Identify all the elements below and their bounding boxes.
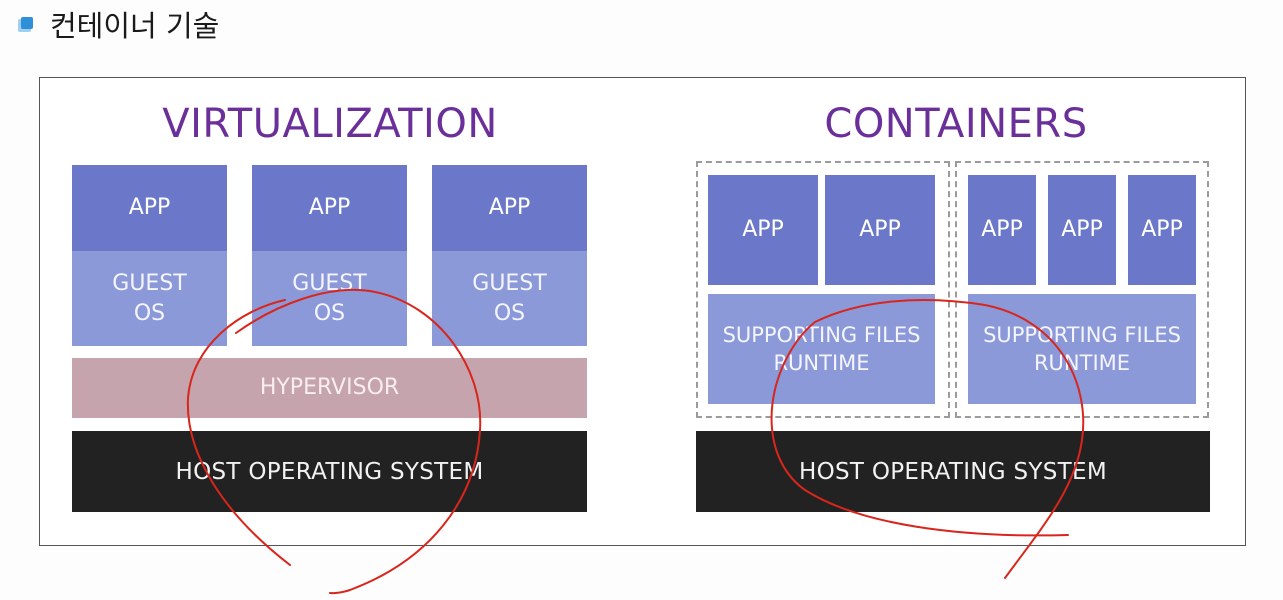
containers-host-os: HOST OPERATING SYSTEM	[696, 431, 1210, 512]
vm-3-guest-os: GUEST OS	[432, 251, 587, 346]
vm-2-app: APP	[252, 165, 407, 251]
container-2-supporting-files: SUPPORTING FILES RUNTIME	[968, 294, 1196, 404]
container-1-supporting-files: SUPPORTING FILES RUNTIME	[708, 294, 935, 404]
container-2-app-3: APP	[1128, 175, 1196, 285]
vm-1-guest-os: GUEST OS	[72, 251, 227, 346]
container-1-app-2: APP	[825, 175, 935, 285]
hypervisor-layer: HYPERVISOR	[72, 358, 587, 418]
slide-title: 컨테이너 기술	[50, 9, 220, 43]
vm-1-app: APP	[72, 165, 227, 251]
containers-heading: CONTAINERS	[824, 101, 1088, 147]
container-2-app-1: APP	[968, 175, 1036, 285]
title-bullet-icon	[18, 17, 33, 32]
virtualization-heading: VIRTUALIZATION	[162, 101, 498, 147]
vm-3-app: APP	[432, 165, 587, 251]
virtualization-host-os: HOST OPERATING SYSTEM	[72, 431, 587, 512]
vm-2-guest-os: GUEST OS	[252, 251, 407, 346]
container-2-app-2: APP	[1048, 175, 1116, 285]
container-1-app-1: APP	[708, 175, 818, 285]
